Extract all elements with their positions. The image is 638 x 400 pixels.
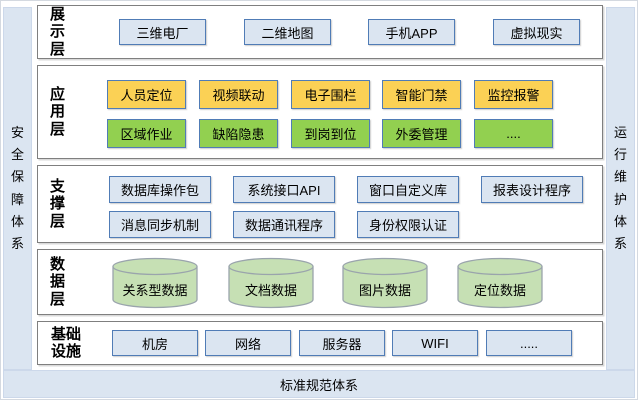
layer-support: 支撑层 数据库操作包 系统接口API 窗口自定义库 报表设计程序 消息同步机制 … (37, 165, 603, 243)
application-box: 区域作业 (107, 119, 186, 148)
application-box: 视频联动 (199, 80, 278, 109)
application-box: .... (474, 119, 553, 148)
infrastructure-box: 服务器 (299, 330, 385, 356)
operation-maintenance-label: 运行维护体系 (614, 125, 628, 251)
application-box: 智能门禁 (382, 80, 461, 109)
layer-data-title: 数据层 (49, 256, 65, 308)
database-cylinder: 关系型数据 (112, 257, 198, 309)
database-cylinder: 图片数据 (342, 257, 428, 309)
application-box: 人员定位 (107, 80, 186, 109)
support-box: 数据库操作包 (109, 176, 211, 203)
standards-bar: 标准规范体系 (3, 370, 635, 398)
layer-application: 应用层 人员定位 视频联动 电子围栏 智能门禁 监控报警 区域作业 缺陷隐患 到… (37, 65, 603, 159)
application-box: 到岗到位 (291, 119, 370, 148)
application-box: 电子围栏 (291, 80, 370, 109)
presentation-box: 手机APP (368, 19, 455, 45)
layer-presentation: 展示层 三维电厂 二维地图 手机APP 虚拟现实 (37, 5, 603, 59)
application-box: 缺陷隐患 (199, 119, 278, 148)
application-box: 外委管理 (382, 119, 461, 148)
support-box: 消息同步机制 (109, 211, 211, 238)
layer-support-title: 支撑层 (49, 178, 65, 230)
cylinder-shape-icon (457, 257, 543, 309)
database-cylinder-label: 关系型数据 (122, 283, 188, 298)
support-box: 窗口自定义库 (357, 176, 459, 203)
infrastructure-box: 网络 (205, 330, 291, 356)
layer-data: 数据层 关系型数据 文档数据 图片数据 (37, 249, 603, 315)
support-box: 数据通讯程序 (233, 211, 335, 238)
database-cylinder-label: 图片数据 (358, 283, 411, 298)
infrastructure-box: 机房 (112, 330, 198, 356)
presentation-box: 虚拟现实 (493, 19, 580, 45)
layer-infrastructure: 基础设施 机房 网络 服务器 WIFI ..... (37, 321, 603, 365)
support-box: 报表设计程序 (481, 176, 583, 203)
presentation-box: 二维地图 (244, 19, 331, 45)
cylinder-shape-icon (112, 257, 198, 309)
infrastructure-box: WIFI (392, 330, 478, 356)
layer-application-title: 应用层 (49, 86, 65, 138)
application-box: 监控报警 (474, 80, 553, 109)
database-cylinder-label: 定位数据 (473, 283, 526, 298)
support-box: 身份权限认证 (357, 211, 459, 238)
standards-label: 标准规范体系 (279, 377, 358, 393)
layer-infrastructure-title: 基础设施 (50, 325, 81, 360)
database-cylinder-label: 文档数据 (244, 283, 297, 298)
support-box: 系统接口API (233, 176, 335, 203)
cylinder-shape-icon (228, 257, 314, 309)
layer-stack: 展示层 三维电厂 二维地图 手机APP 虚拟现实 应用层 人员定位 视频联动 电… (37, 1, 603, 369)
security-assurance-label: 安全保障体系 (11, 125, 25, 251)
presentation-box: 三维电厂 (119, 19, 206, 45)
layer-presentation-title: 展示层 (49, 6, 65, 58)
infrastructure-box: ..... (486, 330, 572, 356)
cylinder-shape-icon (342, 257, 428, 309)
operation-maintenance-bar: 运行维护体系 (606, 7, 635, 370)
database-cylinder: 文档数据 (228, 257, 314, 309)
database-cylinder: 定位数据 (457, 257, 543, 309)
security-assurance-bar: 安全保障体系 (3, 7, 32, 370)
